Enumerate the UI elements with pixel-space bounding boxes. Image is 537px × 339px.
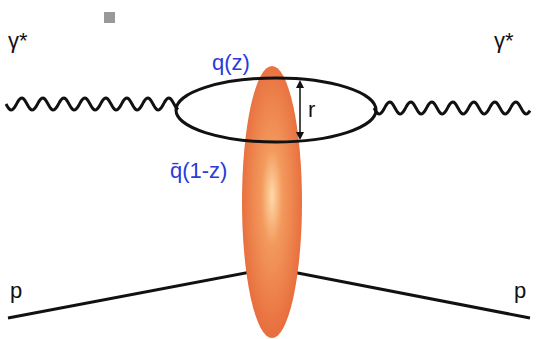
dipole-loop	[176, 78, 376, 142]
marker-square	[104, 12, 115, 23]
photon-label: γ*	[8, 30, 28, 52]
target-field	[242, 66, 302, 338]
quark-label: q(z)	[212, 52, 250, 74]
photon-label: γ*	[494, 30, 514, 52]
photon-wave	[6, 98, 178, 110]
proton-label: p	[10, 280, 22, 302]
proton-label: p	[514, 280, 526, 302]
size-label: r	[308, 99, 315, 121]
antiquark-label: q̄(1-z)	[170, 160, 227, 182]
photon-wave	[374, 102, 530, 114]
size-arrow	[299, 84, 301, 136]
